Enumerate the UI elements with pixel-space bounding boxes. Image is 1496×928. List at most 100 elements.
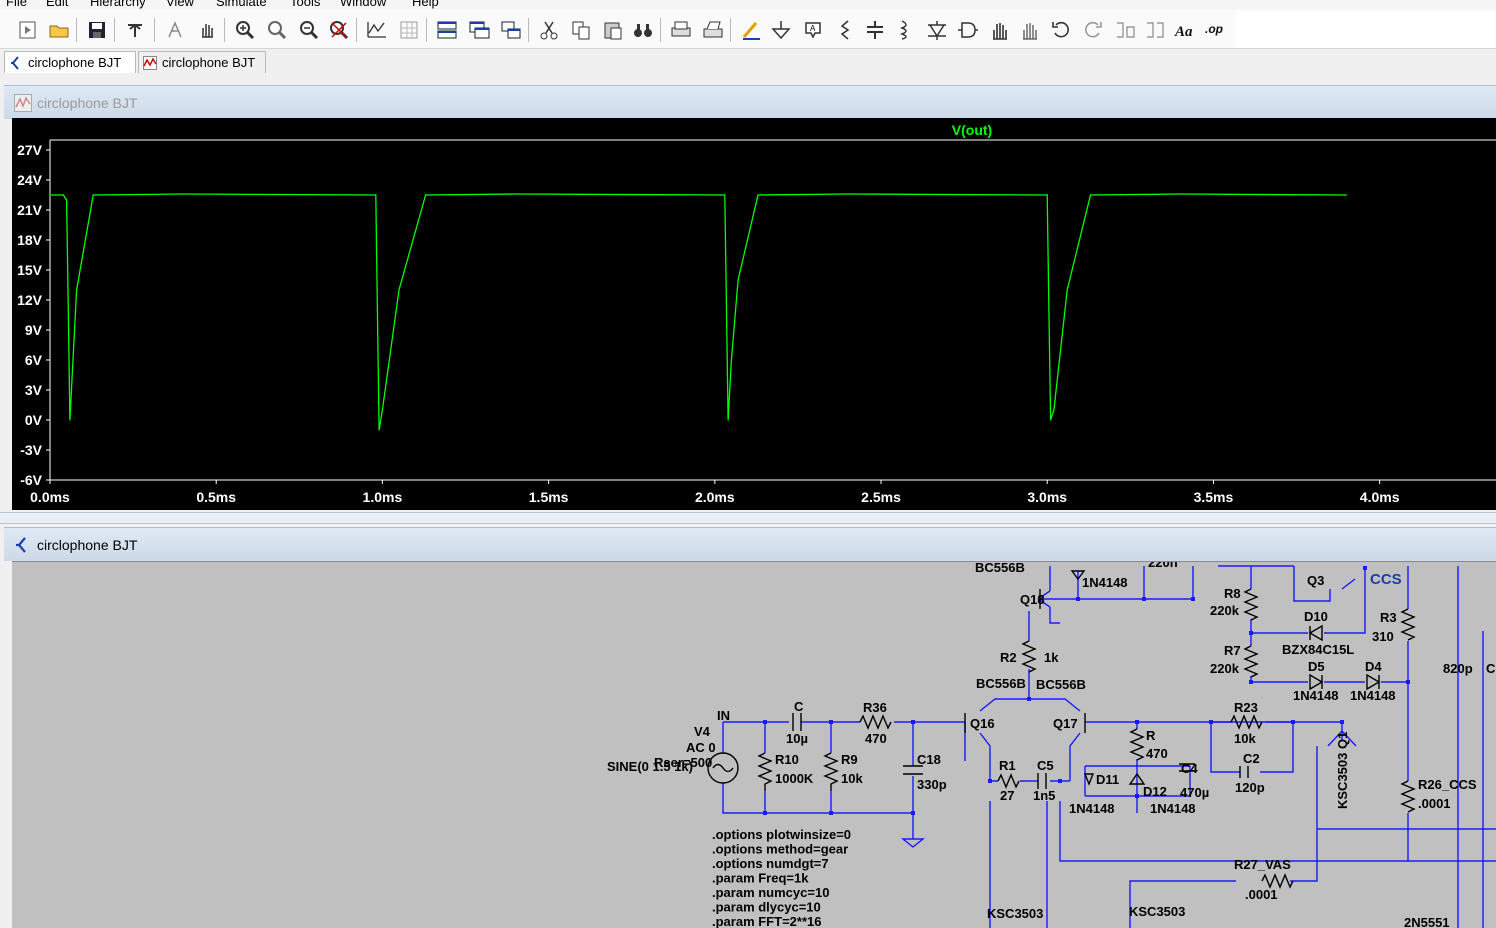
diode-button[interactable] — [924, 18, 950, 42]
label-r3[interactable]: R3 — [1380, 610, 1397, 625]
pan-hand-button[interactable] — [194, 18, 220, 42]
label-c18[interactable]: C18 — [917, 752, 941, 767]
label-d12v[interactable]: 1N4148 — [1150, 801, 1196, 816]
spice-directive-line[interactable]: .param dlycyc=10 — [712, 900, 821, 915]
label-r27v[interactable]: .0001 — [1245, 887, 1278, 902]
copy-button[interactable] — [568, 18, 594, 42]
menu-file[interactable]: File — [6, 0, 27, 9]
spice-directive-line[interactable]: .param Freq=1k — [712, 871, 809, 886]
label-r23v[interactable]: 10k — [1234, 731, 1256, 746]
autorange-button[interactable] — [364, 18, 390, 42]
waveform-window-title[interactable]: circlophone BJT — [4, 85, 1496, 119]
save-button[interactable] — [84, 18, 110, 42]
label-rser[interactable]: Rser=500 — [654, 755, 712, 770]
label-rv[interactable]: 470 — [1146, 746, 1168, 761]
label-r8v[interactable]: 220k — [1210, 603, 1240, 618]
ground-button[interactable] — [768, 18, 794, 42]
tile-horizontal-button[interactable] — [434, 18, 460, 42]
menu-simulate[interactable]: Simulate — [216, 0, 267, 9]
zoom-in-button[interactable] — [232, 18, 258, 42]
label-c4v[interactable]: 470µ — [1180, 785, 1209, 800]
print-setup-button[interactable] — [700, 18, 726, 42]
spice-directive-line[interactable]: .options numdgt=7 — [712, 856, 829, 871]
menu-hierarchy[interactable]: Hierarchy — [90, 0, 146, 9]
label-sine[interactable]: SINE(0 1.5 1k) — [607, 759, 693, 774]
label-n2n5551[interactable]: 2N5551 — [1404, 915, 1450, 928]
spice-directive-button[interactable]: .op — [1202, 18, 1228, 42]
paste-button[interactable] — [600, 18, 626, 42]
capacitor-button[interactable] — [862, 18, 888, 42]
label-r10[interactable]: R10 — [775, 752, 799, 767]
label-r9[interactable]: R9 — [841, 752, 858, 767]
label-q3[interactable]: Q3 — [1307, 573, 1324, 588]
label-ksc-l[interactable]: KSC3503 — [987, 906, 1043, 921]
label-c820[interactable]: 820p — [1443, 661, 1473, 676]
label-c4[interactable]: C4 — [1181, 761, 1198, 776]
label-r8[interactable]: R8 — [1224, 586, 1241, 601]
label-d5[interactable]: D5 — [1308, 659, 1325, 674]
label-r36[interactable]: R36 — [863, 700, 887, 715]
label-r7v[interactable]: 220k — [1210, 661, 1240, 676]
undo-button[interactable] — [1048, 18, 1074, 42]
label-r9v[interactable]: 10k — [841, 771, 863, 786]
mirror-button[interactable] — [1142, 18, 1168, 42]
component-button[interactable] — [954, 18, 980, 42]
label-r7[interactable]: R7 — [1224, 643, 1241, 658]
trace-line[interactable] — [50, 193, 1347, 431]
menu-tools[interactable]: Tools — [290, 0, 321, 9]
label-r26[interactable]: R26_CCS — [1418, 777, 1477, 792]
redo-button[interactable] — [1080, 18, 1106, 42]
label-ksc-m[interactable]: KSC3503 — [1129, 904, 1185, 919]
label-d5v[interactable]: 1N4148 — [1293, 688, 1339, 703]
move-button[interactable] — [986, 18, 1012, 42]
label-r10v[interactable]: 1000K — [775, 771, 814, 786]
label-r23[interactable]: R23 — [1234, 700, 1258, 715]
label-v4[interactable]: V4 — [694, 724, 711, 739]
label-q18[interactable]: Q18 — [1020, 592, 1045, 607]
print-button[interactable] — [668, 18, 694, 42]
label-r27[interactable]: R27_VAS — [1234, 857, 1291, 872]
label-d12[interactable]: D12 — [1143, 784, 1167, 799]
label-d10[interactable]: D10 — [1304, 609, 1328, 624]
label-r2v[interactable]: 1k — [1044, 650, 1059, 665]
label-r1v[interactable]: 27 — [1000, 788, 1014, 803]
spice-directive-line[interactable]: .param FFT=2**16 — [712, 914, 821, 928]
label-d-1n4148-top[interactable]: 1N4148 — [1082, 575, 1128, 590]
label-q17[interactable]: Q17 — [1053, 716, 1078, 731]
label-r3v[interactable]: 310 — [1372, 629, 1394, 644]
cut-button[interactable] — [536, 18, 562, 42]
label-cap-220n[interactable]: 220n — [1148, 562, 1178, 570]
label-c18v[interactable]: 330p — [917, 777, 947, 792]
control-panel-button[interactable] — [122, 18, 148, 42]
label-d11[interactable]: D11 — [1096, 772, 1119, 787]
spice-directive-line[interactable]: .options method=gear — [712, 842, 848, 857]
label-q16[interactable]: Q16 — [970, 716, 995, 731]
label-r36v[interactable]: 470 — [865, 731, 887, 746]
label-c[interactable]: C — [794, 699, 804, 714]
label-bc556b-l[interactable]: BC556B — [976, 676, 1026, 691]
resistor-button[interactable] — [832, 18, 858, 42]
zoom-cancel-button[interactable] — [326, 18, 352, 42]
label-bc556b-r[interactable]: BC556B — [1036, 677, 1086, 692]
label-bzx[interactable]: BZX84C15L — [1282, 642, 1354, 657]
label-net-button[interactable]: A — [800, 18, 826, 42]
text-button[interactable]: Aa — [1172, 18, 1198, 42]
halt-button[interactable] — [162, 18, 188, 42]
tile-vertical-button[interactable] — [466, 18, 492, 42]
zoom-fit-button[interactable] — [264, 18, 290, 42]
label-c2v[interactable]: 120p — [1235, 780, 1265, 795]
rotate-button[interactable] — [1112, 18, 1138, 42]
tab-schematic[interactable]: circlophone BJT — [4, 51, 136, 73]
label-ccs[interactable]: CCS — [1370, 571, 1402, 588]
label-ksc-q1[interactable]: KSC3503 Q1 — [1335, 732, 1350, 809]
menu-window[interactable]: Window — [340, 0, 387, 9]
draw-wire-button[interactable] — [738, 18, 764, 42]
run-button[interactable] — [14, 18, 40, 42]
label-cv[interactable]: 10µ — [786, 731, 808, 746]
label-ac[interactable]: AC 0 — [686, 740, 716, 755]
find-button[interactable] — [630, 18, 656, 42]
